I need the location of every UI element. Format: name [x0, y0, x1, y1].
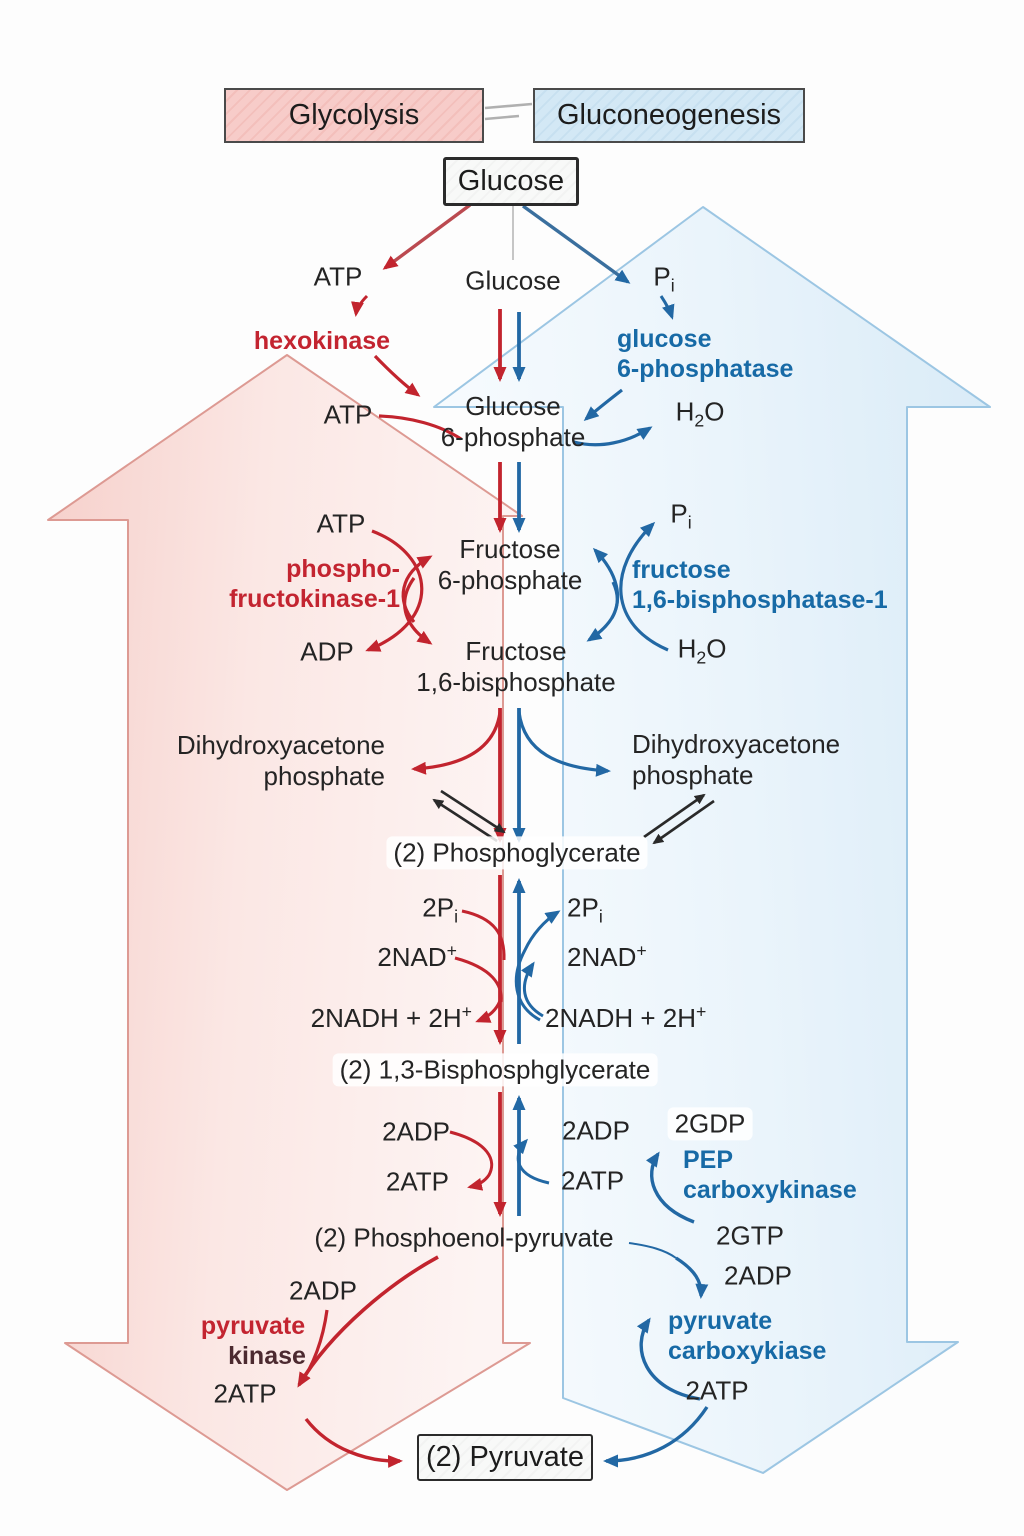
label-pyruvate-kinase-1: pyruvate: [200, 1312, 306, 1340]
label-2nadh-right: 2NADH + 2H+: [545, 1001, 707, 1034]
equilibrium-right-icon: [643, 793, 715, 845]
label-2adp-pk: 2ADP: [289, 1275, 357, 1306]
label-phosphofructokinase-1: phospho-fructokinase-1: [229, 555, 400, 613]
label-adp: ADP: [300, 636, 354, 667]
label-atp-2: ATP: [323, 399, 373, 430]
label-h2o-2: H2O: [677, 633, 727, 668]
gluconeogenesis-up-arrow: [433, 206, 991, 1474]
equals-icon: [484, 102, 533, 121]
label-2gdp: 2GDP: [667, 1107, 753, 1141]
label-phosphoglycerate: (2) Phosphoglycerate: [386, 836, 648, 870]
label-2gtp: 2GTP: [716, 1220, 784, 1251]
label-2adp-pc: 2ADP: [724, 1260, 792, 1291]
label-h2o-1: H2O: [675, 396, 725, 431]
pyruvate-box: (2) Pyruvate: [417, 1434, 593, 1481]
label-2atp-pc: 2ATP: [685, 1375, 749, 1406]
label-hexokinase: hexokinase: [253, 327, 391, 355]
label-phosphoenolpyruvate: (2) Phosphoenol-pyruvate: [314, 1222, 614, 1253]
glucose-box: Glucose: [443, 157, 579, 206]
label-2nadh-left: 2NADH + 2H+: [310, 1001, 472, 1034]
label-glucose: Glucose: [465, 265, 561, 296]
label-2atp-left: 2ATP: [385, 1166, 449, 1197]
label-2pi-right: 2Pi: [567, 892, 603, 927]
label-2atp-pk: 2ATP: [213, 1378, 277, 1409]
label-pyruvate-kinase-2: kinase: [228, 1342, 306, 1370]
label-13-bisphosphoglycerate: (2) 1,3-Bisphosphglycerate: [332, 1053, 658, 1087]
label-2atp-right: 2ATP: [561, 1165, 625, 1196]
equilibrium-left-icon: [432, 789, 506, 843]
label-pi-2: Pi: [670, 498, 692, 533]
gluconeogenesis-title-box: Gluconeogenesis: [533, 88, 805, 143]
label-atp-3: ATP: [316, 508, 366, 539]
label-2adp-left: 2ADP: [382, 1116, 450, 1147]
label-pi-1: Pi: [653, 261, 675, 296]
label-2nad-left: 2NAD+: [377, 940, 457, 973]
glycolysis-title-box: Glycolysis: [224, 88, 484, 143]
label-2nad-right: 2NAD+: [567, 940, 647, 973]
glycolysis-down-arrow: [47, 354, 531, 1491]
label-atp-1: ATP: [313, 261, 363, 292]
label-2pi-left: 2Pi: [422, 892, 458, 927]
label-2adp-right: 2ADP: [562, 1115, 630, 1146]
